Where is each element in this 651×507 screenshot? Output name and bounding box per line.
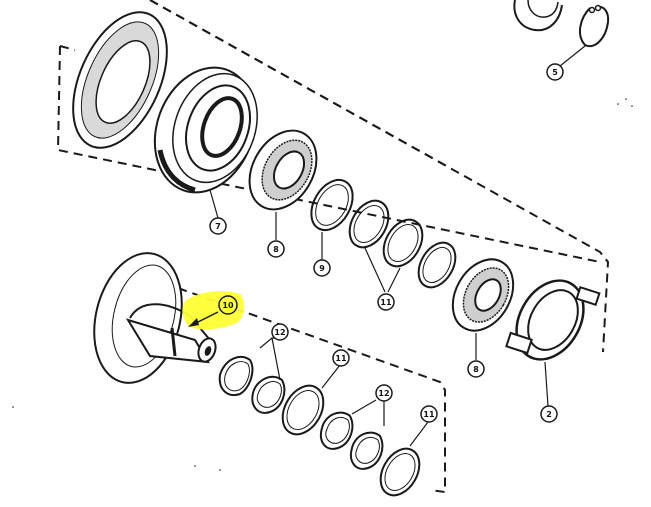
part-8-bearing-lower bbox=[451, 258, 515, 332]
svg-text:11: 11 bbox=[423, 410, 435, 419]
callout-12-left: 12 bbox=[271, 323, 289, 341]
svg-text:9: 9 bbox=[319, 264, 325, 273]
svg-text:11: 11 bbox=[335, 354, 347, 363]
svg-text:10: 10 bbox=[222, 301, 234, 310]
shim-part-12-d bbox=[350, 431, 384, 470]
callout-11-upper: 11 bbox=[377, 293, 395, 311]
part-2-split-collar bbox=[505, 279, 601, 361]
callout-11-middle: 11 bbox=[332, 349, 350, 367]
svg-text:12: 12 bbox=[274, 328, 285, 337]
part-7-drum bbox=[153, 66, 258, 194]
callout-8-upper: 8 bbox=[267, 240, 285, 258]
svg-text:7: 7 bbox=[215, 222, 221, 231]
part-8-bearing-upper bbox=[248, 129, 318, 211]
shim-part-12-c bbox=[320, 411, 354, 450]
ring-part-11-e bbox=[379, 447, 421, 497]
ring-part-11-d bbox=[281, 384, 325, 436]
callout-9: 9 bbox=[313, 259, 331, 277]
svg-text:8: 8 bbox=[273, 245, 279, 254]
part-10-flanged-shaft bbox=[93, 252, 217, 384]
ring-part-11-c bbox=[417, 241, 457, 289]
callout-2: 2 bbox=[540, 405, 558, 423]
shim-part-12-a bbox=[218, 355, 254, 396]
dashed-group-outline-lower bbox=[149, 277, 446, 494]
ring-part-9 bbox=[310, 178, 354, 232]
callout-8-lower: 8 bbox=[467, 360, 485, 378]
scan-specks bbox=[12, 98, 633, 471]
leader-lines bbox=[209, 45, 586, 447]
svg-text:8: 8 bbox=[473, 365, 479, 374]
svg-text:5: 5 bbox=[552, 68, 558, 77]
ring-part-11-a bbox=[348, 199, 390, 249]
callout-11-lower: 11 bbox=[420, 405, 438, 423]
callout-5: 5 bbox=[546, 63, 564, 81]
callout-12-right: 12 bbox=[375, 384, 393, 402]
ring-part-11-b bbox=[382, 218, 424, 268]
dashed-outline-top-edge bbox=[149, 0, 451, 169]
svg-text:2: 2 bbox=[546, 410, 552, 419]
callout-10: 10 bbox=[218, 295, 238, 315]
partial-washer-top-right bbox=[513, 0, 563, 32]
shim-part-12-b bbox=[251, 375, 286, 414]
callout-7: 7 bbox=[209, 217, 227, 235]
svg-text:12: 12 bbox=[378, 389, 389, 398]
part-5-snap-ring bbox=[578, 4, 610, 48]
leader-arrow-10 bbox=[188, 318, 199, 327]
friction-disc bbox=[72, 11, 168, 149]
svg-text:11: 11 bbox=[380, 298, 392, 307]
